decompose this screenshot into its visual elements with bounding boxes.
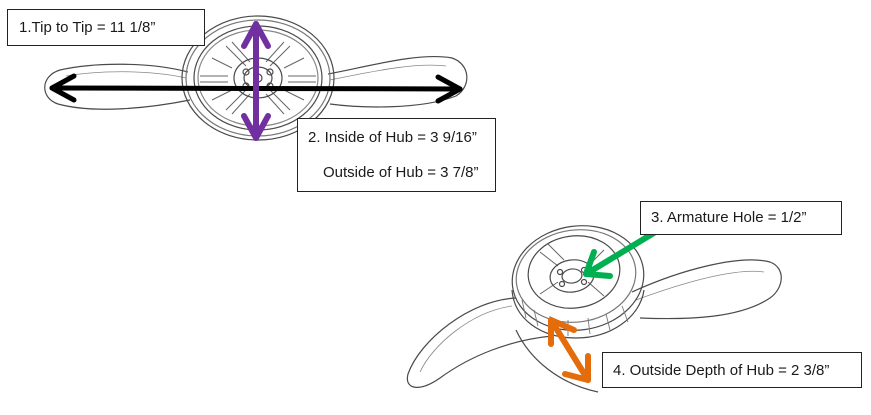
propeller-perspective-view — [406, 225, 782, 393]
hub-outer-rim — [511, 225, 645, 331]
armature-hole-arrow — [583, 228, 660, 279]
right-blade — [327, 55, 468, 108]
lower-blade — [406, 297, 553, 388]
outside-hub-text: Outside of Hub = 3 7/8” — [323, 164, 479, 181]
tip-to-tip-text: 1.Tip to Tip = 11 1/8” — [19, 19, 156, 36]
outside-depth-label: 4. Outside Depth of Hub = 2 3/8” — [602, 352, 862, 388]
outside-depth-arrow — [548, 317, 591, 383]
tip-to-tip-label: 1.Tip to Tip = 11 1/8” — [7, 9, 205, 46]
hub-diameter-arrow — [241, 21, 271, 141]
left-blade — [44, 63, 191, 110]
armature-hole-text: 3. Armature Hole = 1/2” — [651, 209, 807, 226]
armature-hole-label: 3. Armature Hole = 1/2” — [640, 201, 842, 235]
inside-hub-text: 2. Inside of Hub = 3 9/16” — [308, 129, 477, 146]
hub-size-label: 2. Inside of Hub = 3 9/16” Outside of Hu… — [297, 118, 496, 192]
outside-depth-text: 4. Outside Depth of Hub = 2 3/8” — [613, 362, 830, 379]
armature-hole — [561, 268, 583, 284]
upper-blade — [631, 259, 782, 320]
